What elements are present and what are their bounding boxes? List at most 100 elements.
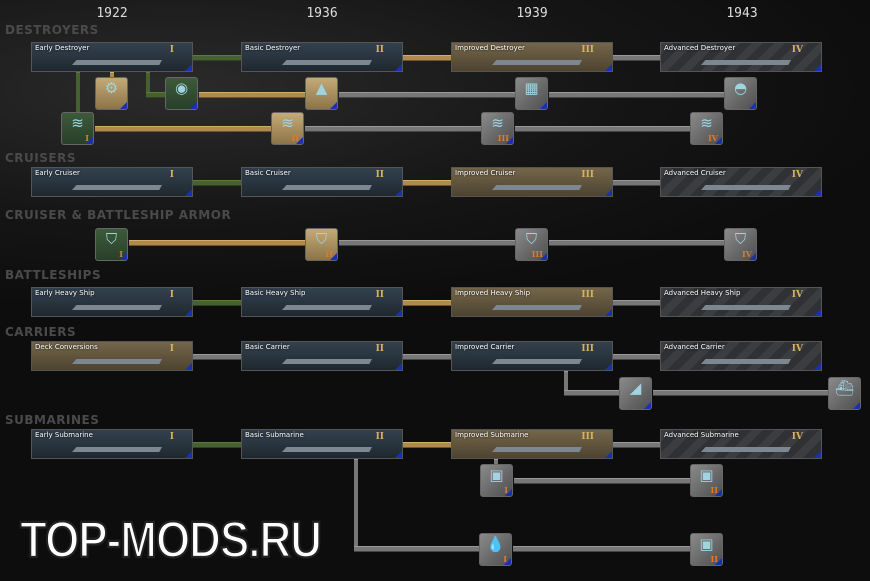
corner-marker [185, 309, 192, 316]
connector-line [76, 72, 80, 116]
tech-icon-button[interactable]: ⚙ [95, 77, 128, 110]
tier-numeral: IV [791, 432, 803, 442]
ship-silhouette-icon [282, 305, 372, 310]
tech-icon-button[interactable]: ⛉IV [724, 228, 757, 261]
ship-silhouette-icon [282, 185, 372, 190]
tier-numeral: III [581, 290, 594, 300]
corner-marker [715, 558, 722, 565]
tech-name: Basic Submarine [245, 431, 304, 439]
tier-numeral: I [169, 45, 174, 55]
ship-silhouette-icon [72, 447, 162, 452]
tech-icon-button[interactable]: ▣I [480, 464, 513, 497]
ship-silhouette-icon [282, 447, 372, 452]
tech-icon-button[interactable]: ◢ [619, 377, 652, 410]
connector-line [193, 300, 241, 306]
tech-name: Improved Submarine [455, 431, 529, 439]
tech-icon-button[interactable]: ⛉I [95, 228, 128, 261]
tier-numeral: II [325, 249, 333, 259]
connector-line [403, 55, 451, 61]
ship-silhouette-icon [72, 60, 162, 65]
tier-numeral: II [375, 290, 384, 300]
tech-icon-button[interactable]: ▣II [690, 533, 723, 566]
ship-silhouette-icon [72, 359, 162, 364]
connector-line [515, 126, 690, 132]
tier-numeral: I [169, 432, 174, 442]
tech-icon-button[interactable]: ▲ [305, 77, 338, 110]
tech-icon-button[interactable]: ≋III [481, 112, 514, 145]
corner-marker [814, 363, 821, 370]
tech-icon-button[interactable]: 💧I [479, 533, 512, 566]
submarine-engine-icon: ▣ [699, 466, 714, 484]
tech-card[interactable]: Basic Submarine II [241, 429, 403, 459]
corner-marker [814, 309, 821, 316]
tech-name: Basic Destroyer [245, 44, 301, 52]
tech-icon-button[interactable]: ⛴ [828, 377, 861, 410]
carrier-hangar-icon: ⛴ [834, 379, 855, 397]
connector-line [354, 459, 358, 552]
tech-icon-button[interactable]: ≋I [61, 112, 94, 145]
tech-name: Improved Destroyer [455, 44, 525, 52]
connector-line [403, 180, 451, 186]
corner-marker [395, 363, 402, 370]
tech-card[interactable]: Early Submarine I [31, 429, 193, 459]
ship-silhouette-icon [492, 60, 582, 65]
ship-silhouette-icon [282, 359, 372, 364]
tech-name: Early Cruiser [35, 169, 80, 177]
ship-silhouette-icon [72, 185, 162, 190]
connector-line [549, 92, 724, 98]
connector-line [613, 55, 660, 61]
tech-name: Improved Carrier [455, 343, 515, 351]
tech-icon-button[interactable]: ◓ [724, 77, 757, 110]
ship-silhouette-icon [492, 185, 582, 190]
corner-marker [185, 451, 192, 458]
corner-marker [814, 451, 821, 458]
connector-line [146, 92, 166, 98]
connector-line [564, 390, 619, 396]
sonar-icon: ≋ [281, 114, 294, 132]
submarine-engine-icon: ▣ [489, 466, 504, 484]
tier-numeral: IV [791, 344, 803, 354]
ship-silhouette-icon [701, 447, 791, 452]
tech-icon-button[interactable]: ⛉II [305, 228, 338, 261]
tier-numeral: II [375, 432, 384, 442]
section-title: DESTROYERS [5, 23, 99, 37]
tech-icon-button[interactable]: ◉ [165, 77, 198, 110]
tech-icon-button[interactable]: ▣II [690, 464, 723, 497]
tier-numeral: IV [708, 133, 718, 143]
corner-marker [296, 137, 303, 144]
tier-numeral: IV [791, 45, 803, 55]
tech-card[interactable]: Improved Carrier III [451, 341, 613, 371]
tier-numeral: III [531, 249, 543, 259]
connector-line [354, 546, 480, 552]
corner-marker [605, 451, 612, 458]
tech-name: Early Submarine [35, 431, 93, 439]
corner-marker [540, 253, 547, 260]
tech-icon-button[interactable]: ≋IV [690, 112, 723, 145]
corner-marker [190, 102, 197, 109]
tech-icon-button[interactable]: ⛉III [515, 228, 548, 261]
tech-icon-button[interactable]: ▦ [515, 77, 548, 110]
tech-icon-button[interactable]: ≋II [271, 112, 304, 145]
tech-card[interactable]: Basic Destroyer II [241, 42, 403, 72]
ship-silhouette-icon [701, 359, 791, 364]
sonar-icon: ≋ [700, 114, 713, 132]
tier-numeral: II [375, 45, 384, 55]
corner-marker [506, 137, 513, 144]
tier-numeral: III [581, 344, 594, 354]
